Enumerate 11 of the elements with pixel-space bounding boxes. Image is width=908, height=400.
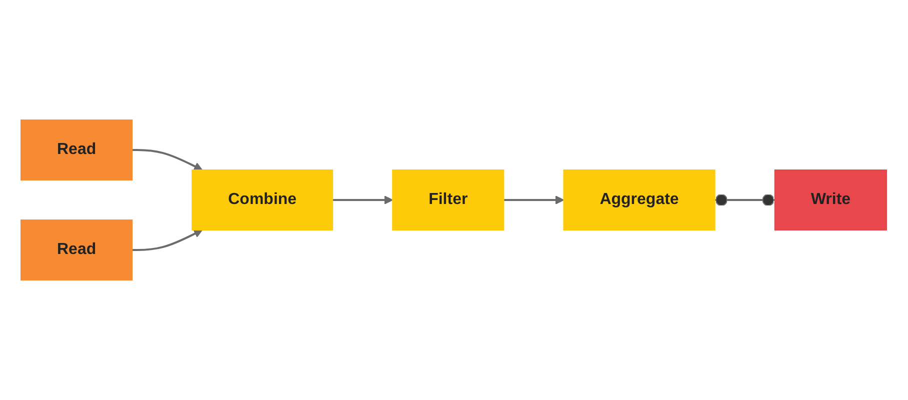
arrow	[132, 149, 203, 170]
connector	[715, 194, 776, 206]
arrow	[504, 196, 564, 204]
node-box: Combine	[192, 170, 334, 230]
node-box: Read	[20, 120, 133, 180]
arrow	[132, 230, 203, 251]
node-box: Aggregate	[563, 170, 716, 230]
node-box: Write	[774, 170, 888, 230]
arrow	[332, 196, 394, 204]
node-box: Read	[20, 220, 133, 280]
node-box: Filter	[392, 170, 504, 230]
